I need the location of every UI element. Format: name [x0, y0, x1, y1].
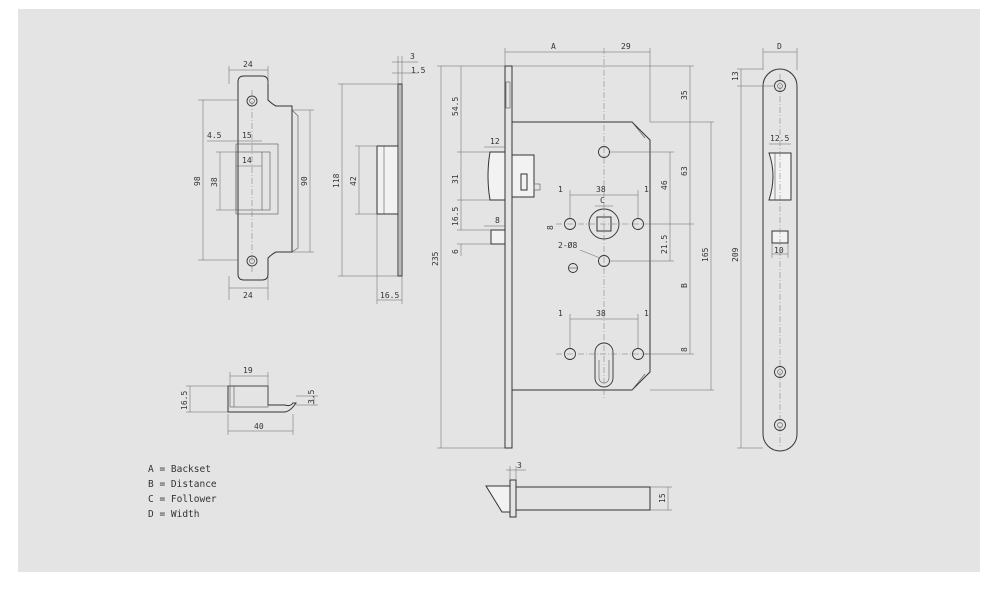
dim-bolt-thickness: 3.5 — [307, 389, 316, 404]
dim-profile-thickness-1-5: 1.5 — [411, 66, 426, 75]
faceplate-front-view: D 13 209 12.5 10 — [731, 42, 798, 452]
dim-total-height: 235 — [431, 251, 440, 266]
dim-top-54-5: 54.5 — [451, 97, 460, 116]
dim-faceplate-height: 209 — [731, 247, 740, 262]
dim-faceplate-top: 13 — [731, 71, 740, 81]
dim-backset: A — [551, 42, 556, 51]
dim-bottom-3: 3 — [517, 461, 522, 470]
dim-bolt-height: 16.5 — [180, 391, 189, 410]
legend: A = Backset B = Distance C = Follower D … — [148, 462, 217, 522]
dim-strike-bottom-width: 24 — [243, 291, 253, 300]
dim-strike-offset: 4.5 — [207, 131, 222, 140]
dim-latch-height: 31 — [451, 174, 460, 184]
dim-profile-depth: 16.5 — [380, 291, 399, 300]
dim-right-63: 63 — [680, 166, 689, 176]
dim-right-165: 165 — [701, 247, 710, 262]
dim-strike-total-height: 98 — [193, 176, 202, 186]
bolt-side-view: 19 16.5 3.5 40 — [180, 366, 318, 435]
dim-strike-plate-height: 90 — [300, 176, 309, 186]
dim-screw-holes: 2-Ø8 — [558, 240, 577, 250]
dim-mount-hole-offset: 8 — [546, 225, 555, 230]
dim-bolt-top-width: 19 — [243, 366, 253, 375]
dim-follower: C — [600, 196, 605, 205]
dim-right-21-5: 21.5 — [660, 235, 669, 254]
legend-item-width: D = Width — [148, 509, 200, 520]
dim-bottom-15: 15 — [658, 493, 667, 503]
dim-cyl-spacing: 38 — [596, 309, 606, 318]
strike-plate-front-view: 24 24 4.5 15 14 98 38 90 — [193, 60, 314, 300]
dim-right-35: 35 — [680, 90, 689, 100]
dim-profile-thickness-3: 3 — [410, 52, 415, 61]
dim-follower-gap-left: 1 — [558, 185, 563, 194]
lock-body-bottom-view: 3 15 — [485, 461, 672, 518]
dim-bolt-length: 40 — [254, 422, 264, 431]
dim-latch-width: 12 — [490, 137, 500, 146]
legend-item-distance: B = Distance — [148, 479, 217, 490]
dim-strike-slot-inner: 14 — [242, 156, 252, 165]
dim-distance: B — [680, 283, 689, 288]
dim-faceplate-width: D — [777, 42, 782, 51]
strike-profile-side-view: 3 1.5 118 42 16.5 — [332, 52, 426, 304]
lock-body-main-view: A 29 235 54.5 31 16.5 6 12 8 38 1 1 C 8 … — [431, 42, 714, 449]
dim-follower-gap-right: 1 — [644, 185, 649, 194]
dim-profile-height: 118 — [332, 173, 341, 188]
dim-right-46: 46 — [660, 180, 669, 190]
dim-profile-latch-height: 42 — [349, 176, 358, 186]
dim-strike-slot-height: 38 — [210, 177, 219, 187]
legend-item-backset: A = Backset — [148, 464, 211, 475]
dim-strike-top-width: 24 — [243, 60, 253, 69]
dim-backset-29: 29 — [621, 42, 631, 51]
dim-follower-spacing: 38 — [596, 185, 606, 194]
dim-bolt-offset: 6 — [451, 249, 460, 254]
dim-cyl-hole-offset: 8 — [680, 347, 689, 352]
dim-faceplate-slot: 12.5 — [770, 134, 789, 143]
dim-latch-throw: 16.5 — [451, 207, 460, 226]
dim-bolt-width: 8 — [495, 216, 500, 225]
dim-cyl-gap-left: 1 — [558, 309, 563, 318]
dim-faceplate-bolt: 10 — [774, 246, 784, 255]
dim-strike-slot-width: 15 — [242, 131, 252, 140]
dim-cyl-gap-right: 1 — [644, 309, 649, 318]
drawing-sheet — [18, 9, 980, 572]
legend-item-follower: C = Follower — [148, 494, 217, 505]
